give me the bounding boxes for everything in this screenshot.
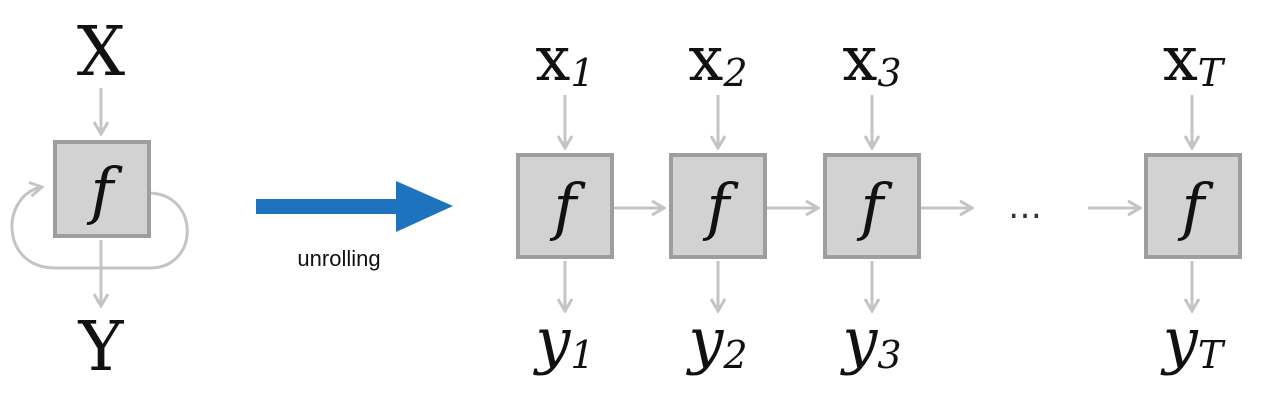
output-label-1: y1	[532, 304, 594, 377]
output-label-3: y3	[839, 304, 901, 377]
rolled-input-label: X	[77, 13, 126, 92]
unrolling-arrow: unrolling	[256, 181, 453, 271]
input-label-2: x2	[688, 22, 747, 95]
function-box-T	[1144, 153, 1242, 259]
function-box-2	[669, 153, 767, 259]
time-step-1: x1 f y1	[516, 22, 614, 377]
rolled-rnn: X f Y	[10, 13, 189, 387]
unrolling-arrow-head	[396, 181, 453, 232]
function-box-1	[516, 153, 614, 259]
time-step-T: xT f yT	[1144, 22, 1242, 377]
time-step-2: x2 f y2	[669, 22, 767, 377]
unrolling-label: unrolling	[297, 246, 380, 271]
input-label-3: x3	[842, 22, 901, 95]
function-box-3	[823, 153, 921, 259]
output-label-T: yT	[1160, 304, 1226, 377]
unrolling-arrow-shaft	[256, 199, 406, 214]
time-step-3: x3 f y3	[823, 22, 921, 377]
input-label-T: xT	[1163, 22, 1226, 95]
unrolled-rnn: … x1 f y1 x2 f y2	[516, 22, 1242, 377]
output-label-2: y2	[685, 304, 747, 377]
rolled-output-label: Y	[78, 308, 125, 387]
rolled-function-box	[53, 140, 151, 238]
input-label-1: x1	[535, 22, 594, 95]
ellipsis: …	[1008, 187, 1042, 227]
